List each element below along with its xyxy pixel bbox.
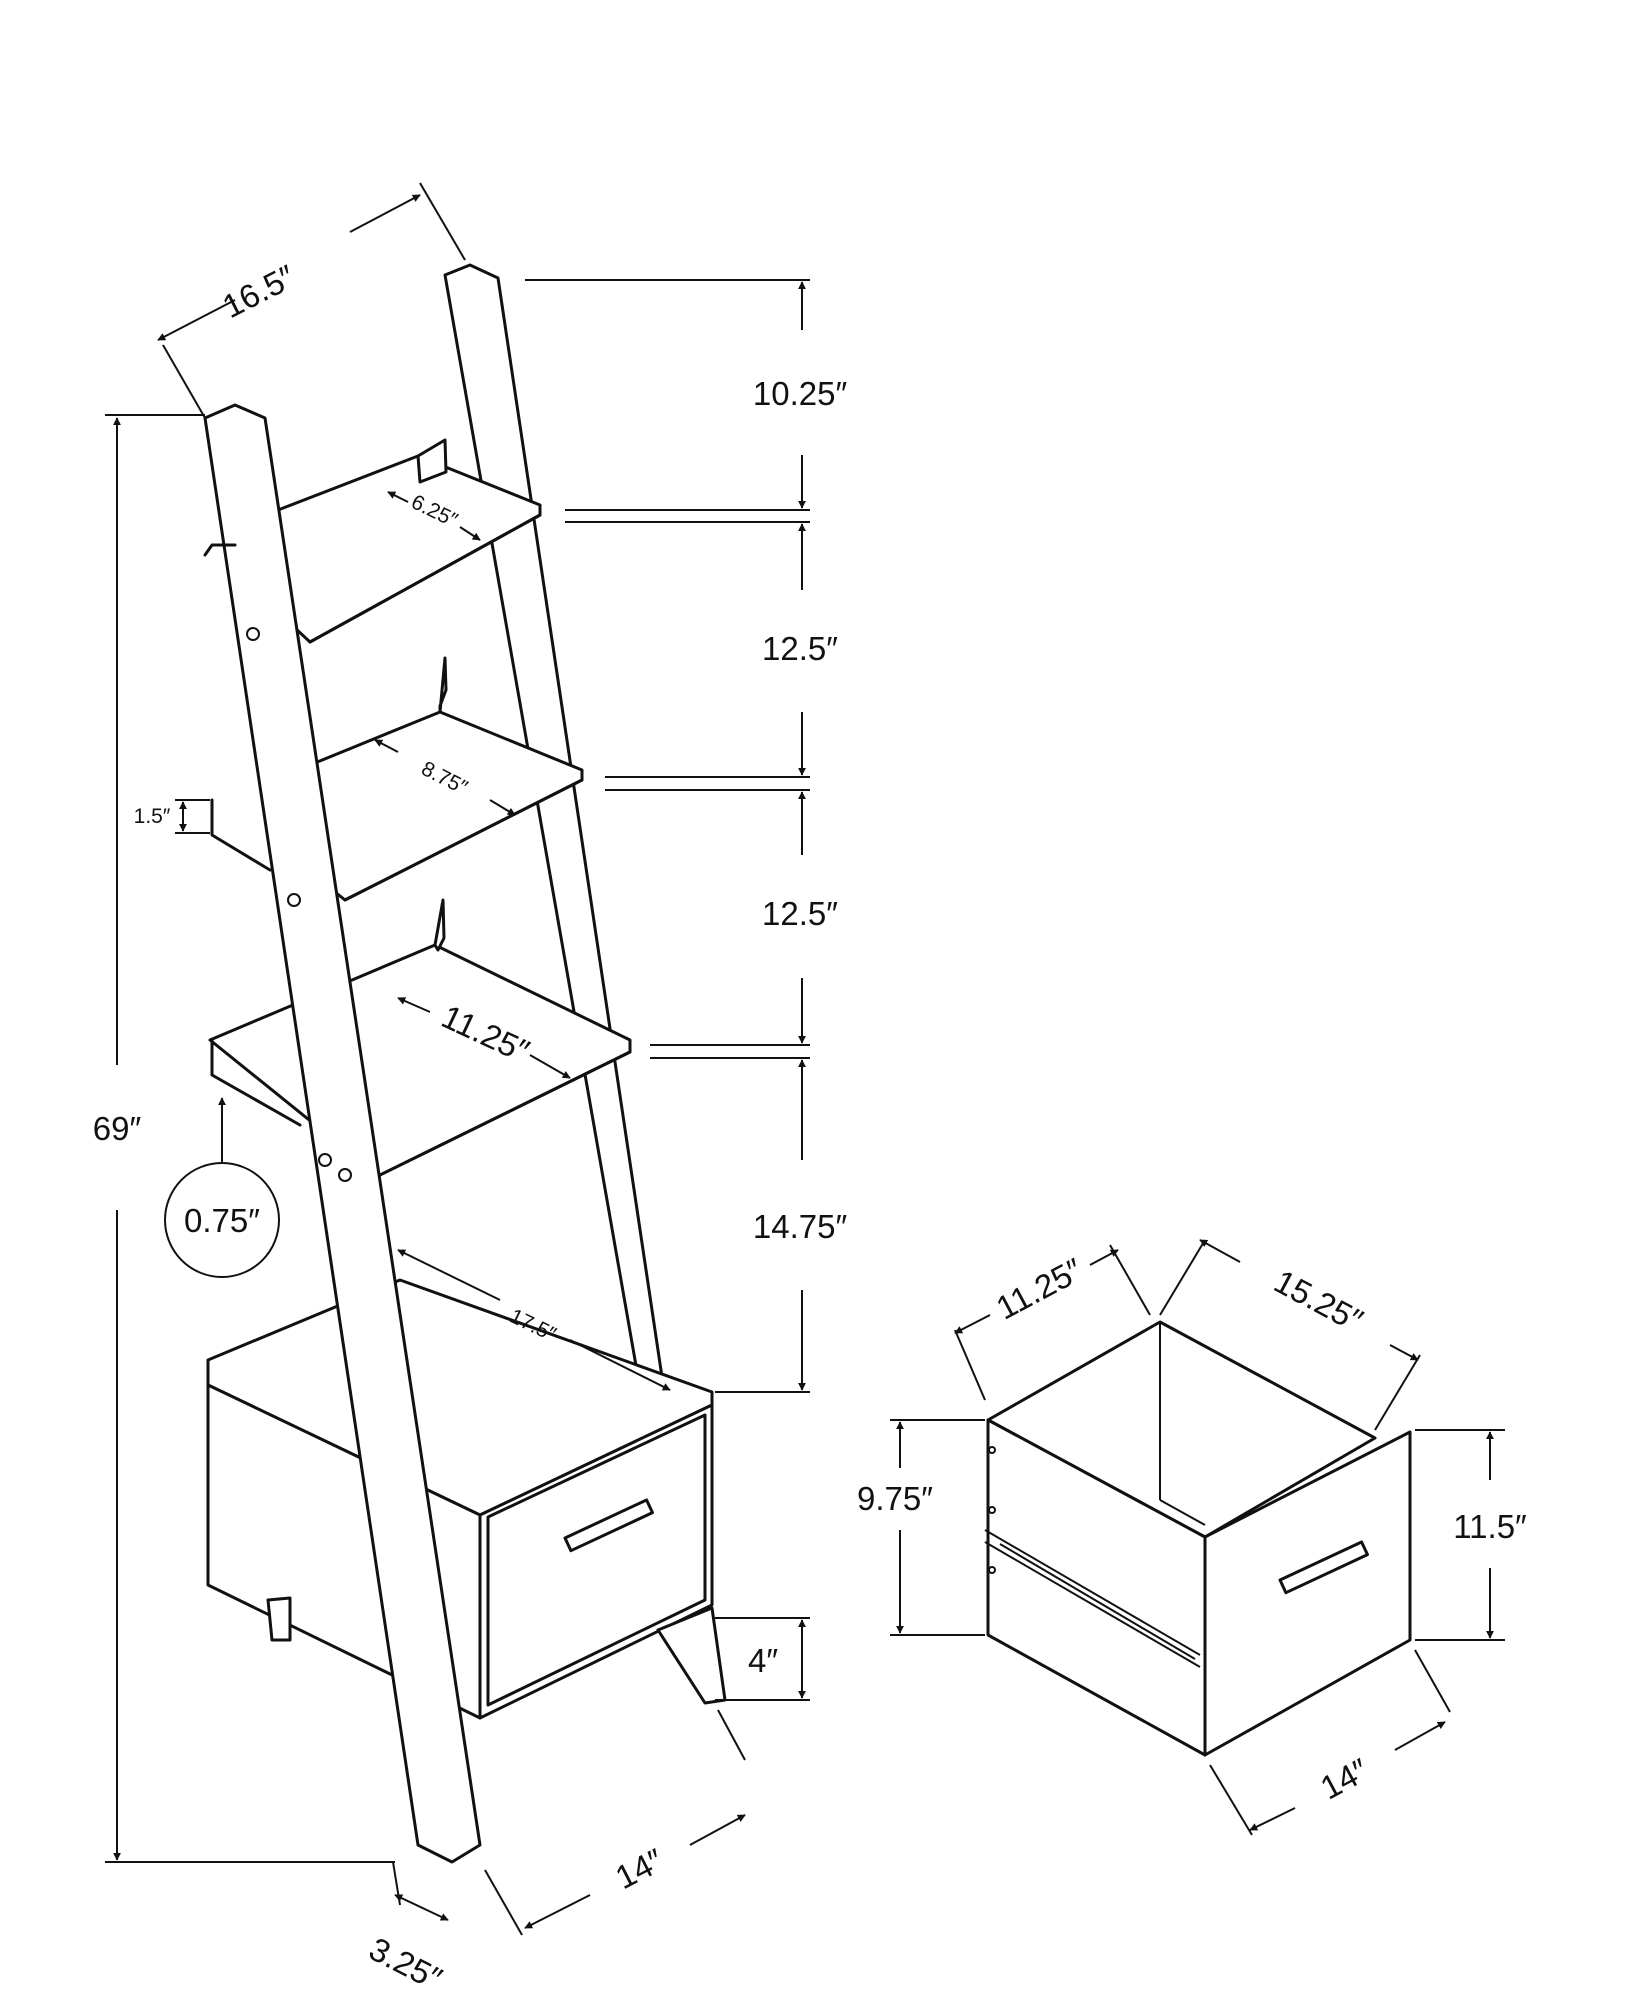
- label-drawer-depth: 11.25″: [990, 1251, 1089, 1327]
- drawer-detail-handle: [1278, 1540, 1369, 1595]
- drawer-detail: [984, 1320, 1412, 1757]
- label-base-width: 14″: [609, 1841, 669, 1896]
- front-rail-screws: [246, 627, 352, 1182]
- label-drawer-inner-height: 9.75″: [857, 1480, 933, 1517]
- drawer-handle: [563, 1498, 654, 1553]
- label-leg-height: 4″: [748, 1642, 778, 1679]
- dimension-lines: [105, 182, 1505, 1936]
- label-top-gap: 10.25″: [753, 375, 848, 412]
- back-rail: [443, 263, 664, 1379]
- label-gap-upper: 12.5″: [762, 630, 838, 667]
- label-thickness: 0.75″: [184, 1202, 260, 1239]
- label-height: 69″: [93, 1110, 142, 1147]
- label-width: 16.5″: [216, 257, 301, 325]
- drawer-slide: [984, 1529, 1201, 1668]
- label-lip-height: 1.5″: [134, 805, 171, 828]
- front-rail: [203, 403, 482, 1864]
- label-leg-depth: 3.25″: [363, 1930, 448, 1998]
- label-gap-middle: 12.5″: [762, 895, 838, 932]
- drawer-detail-front: [1203, 1430, 1412, 1757]
- ladder-bookcase: [203, 263, 727, 1864]
- label-gap-lower: 14.75″: [753, 1208, 848, 1245]
- thickness-callout-circle: [164, 1162, 280, 1278]
- drawer-front: [486, 1413, 707, 1707]
- label-drawer-length: 15.25″: [1268, 1262, 1369, 1339]
- label-drawer-front-width: 14″: [1314, 1751, 1374, 1807]
- back-leg: [266, 1596, 292, 1642]
- label-drawer-front-height: 11.5″: [1453, 1508, 1527, 1545]
